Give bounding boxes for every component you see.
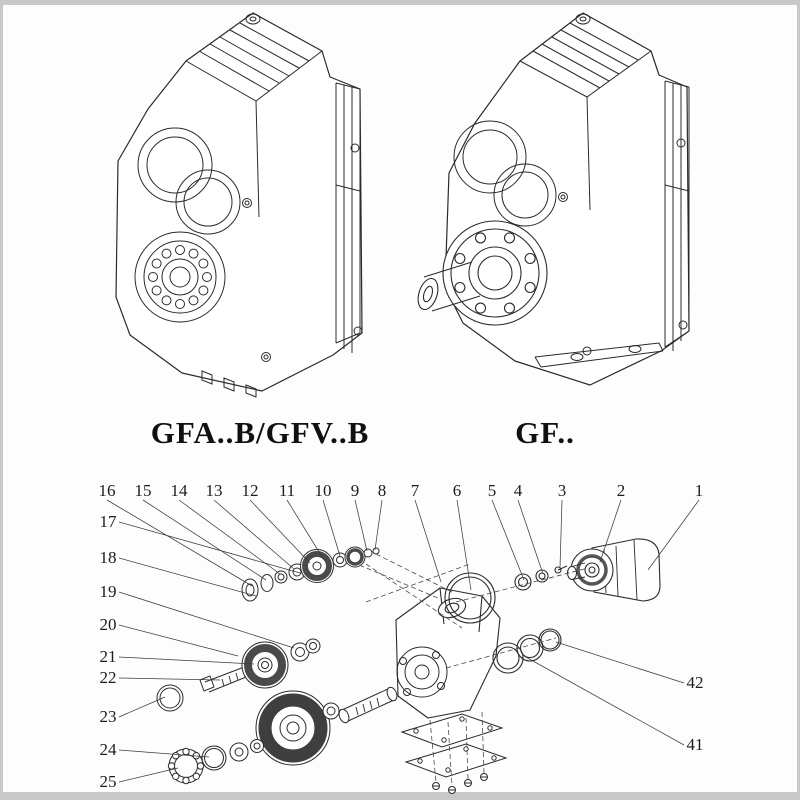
- intermediate-gear-parts: [156, 638, 321, 712]
- output-gear-parts: [255, 686, 398, 766]
- model-label-right: GF..: [515, 415, 575, 450]
- callout-3: 3: [558, 481, 567, 500]
- callout-16: 16: [99, 481, 116, 500]
- housing-silhouette: [115, 12, 363, 392]
- input-bores: [453, 120, 557, 227]
- input-shaft-parts: [241, 546, 380, 602]
- motor-adapter: [566, 538, 661, 602]
- page-edge-bottom: [0, 792, 800, 800]
- assembly-axis-lines: [351, 553, 589, 787]
- cover-bolts: [432, 773, 488, 794]
- callout-12: 12: [242, 481, 259, 500]
- eyebolt-plug: [245, 13, 261, 25]
- mounting-feet: [201, 370, 257, 398]
- bolt-bosses: [242, 143, 363, 362]
- retaining-rings: [492, 628, 562, 674]
- cover-plates: [400, 713, 508, 778]
- callout-2: 2: [617, 481, 626, 500]
- page-edge-left: [0, 0, 3, 800]
- callout-21: 21: [100, 647, 117, 666]
- callout-7: 7: [411, 481, 420, 500]
- callout-6: 6: [453, 481, 462, 500]
- callout-leader-lines: [106, 499, 700, 783]
- page-edge-top: [0, 0, 800, 5]
- pinion-shaft: [199, 675, 215, 692]
- gearbox-drawing-gfab: [115, 12, 363, 398]
- bearing-parts: [167, 739, 264, 785]
- callout-13: 13: [206, 481, 223, 500]
- hollow-shaft-bearing: [134, 231, 226, 323]
- callout-9: 9: [351, 481, 360, 500]
- callout-23: 23: [100, 707, 117, 726]
- gear-housing: [395, 587, 501, 719]
- eyebolt-plug: [575, 13, 591, 25]
- callout-18: 18: [100, 548, 117, 567]
- seal-ring-parts: [444, 565, 568, 624]
- callout-24: 24: [100, 740, 118, 759]
- callout-10: 10: [315, 481, 332, 500]
- callout-20: 20: [100, 615, 117, 634]
- callout-41: 41: [687, 735, 704, 754]
- page-edge-right: [797, 0, 800, 800]
- callout-5: 5: [488, 481, 497, 500]
- housing-details: [453, 13, 690, 368]
- gearbox-drawing-gf: [417, 12, 690, 386]
- input-bores: [137, 127, 241, 235]
- mounting-feet: [534, 342, 664, 368]
- callout-25: 25: [100, 772, 117, 791]
- callout-17: 17: [100, 512, 118, 531]
- side-straps: [664, 80, 690, 351]
- callout-19: 19: [100, 582, 117, 601]
- model-label-left: GFA..B/GFV..B: [150, 415, 370, 450]
- callout-22: 22: [100, 668, 117, 687]
- callout-1: 1: [695, 481, 704, 500]
- exploded-parts-diagram: 16 15 14 13 12 11 10 9 8 7 6 5 4 3 2 1 1…: [99, 481, 704, 794]
- output-shaft: [341, 687, 395, 723]
- callout-11: 11: [279, 481, 295, 500]
- housing-front-bore: [396, 646, 448, 698]
- callout-labels: 16 15 14 13 12 11 10 9 8 7 6 5 4 3 2 1 1…: [99, 481, 704, 791]
- callout-4: 4: [514, 481, 523, 500]
- callout-15: 15: [135, 481, 152, 500]
- callout-14: 14: [171, 481, 189, 500]
- housing-details: [134, 13, 363, 398]
- callout-42: 42: [687, 673, 704, 692]
- output-flange-and-shaft: [417, 220, 548, 326]
- callout-8: 8: [378, 481, 387, 500]
